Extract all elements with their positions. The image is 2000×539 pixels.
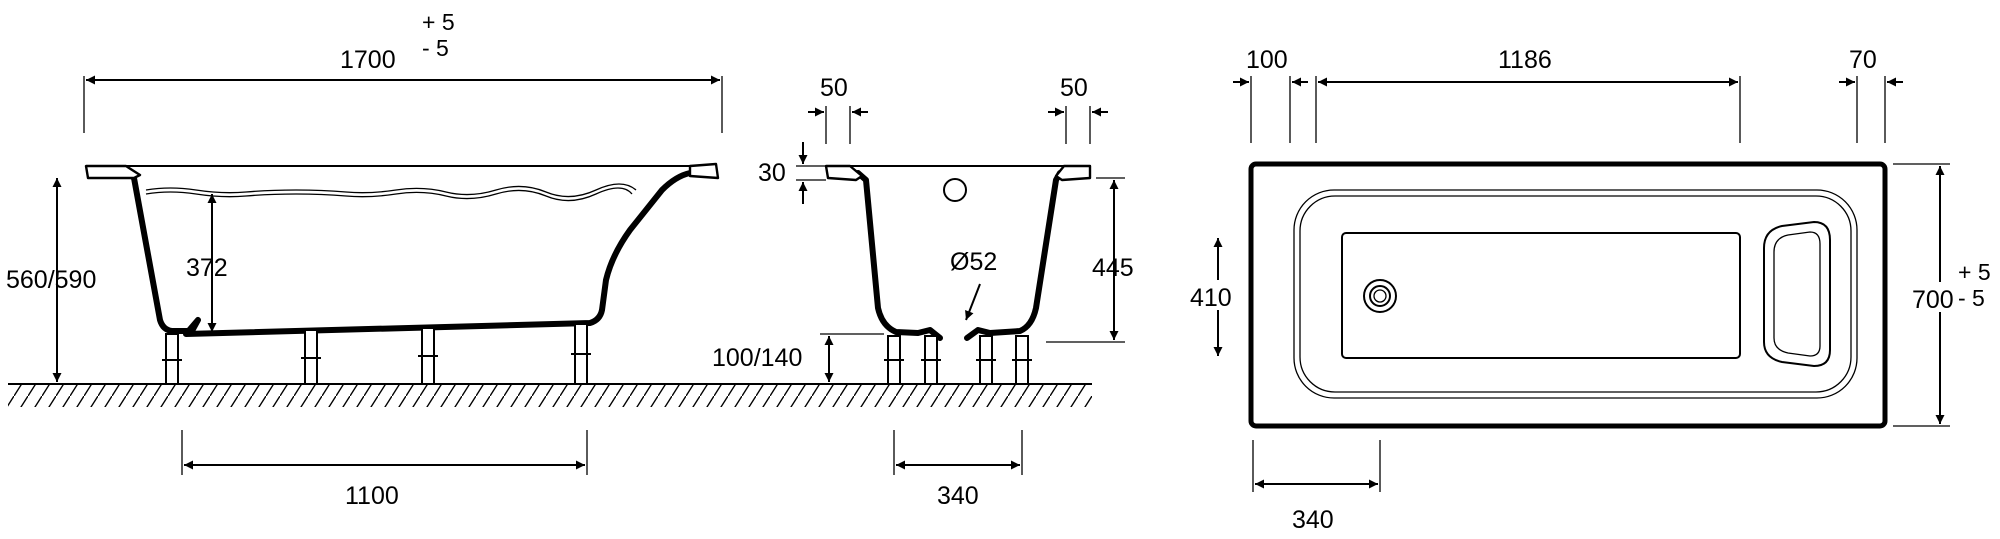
end-drain-label: Ø52 [950, 248, 997, 276]
top-width-tol-plus: + 5 [1958, 259, 1991, 285]
top-right-margin-label: 70 [1849, 46, 1877, 74]
top-left-margin-label: 100 [1246, 46, 1288, 74]
side-leg-spacing-label: 1100 [345, 482, 399, 510]
top-inner-width-label: 410 [1190, 284, 1232, 312]
side-view-water-line [145, 183, 637, 198]
overflow-hole-icon [943, 178, 967, 202]
top-view: 100 1186 70 410 700 + 5 - 5 340 [1188, 46, 1991, 534]
end-view-legs [884, 335, 1032, 385]
end-view-tub-outline [855, 170, 1063, 341]
top-drain-offset-label: 340 [1292, 506, 1334, 534]
floor-ground [8, 383, 1092, 407]
side-view-legs [162, 323, 591, 385]
end-rim-left-label: 50 [820, 74, 848, 102]
top-inner-length-label: 1186 [1498, 46, 1552, 74]
side-height-label: 560/590 [6, 266, 96, 294]
side-depth-label: 372 [186, 254, 228, 282]
end-leg-spacing-label: 340 [937, 482, 979, 510]
end-rim-thickness-label: 30 [758, 159, 786, 187]
side-view: 1700 + 5 - 5 560/590 372 1100 [6, 9, 723, 510]
side-length-tol-minus: - 5 [422, 35, 449, 61]
side-length-tol-plus: + 5 [422, 9, 455, 35]
top-view-basin-floor [1341, 232, 1741, 359]
top-view-outer-rim [1248, 161, 1888, 429]
top-view-basin-outer [1293, 189, 1858, 399]
side-length-label: 1700 [340, 46, 396, 74]
top-width-tol-minus: - 5 [1958, 285, 1985, 311]
drain-icon [1363, 279, 1397, 313]
end-view: 50 50 30 445 Ø52 100/140 340 [712, 74, 1134, 510]
end-rim-right-label: 50 [1060, 74, 1088, 102]
headrest-icon [1763, 220, 1831, 368]
side-view-rim [84, 164, 142, 180]
top-width-label: 700 [1912, 286, 1954, 314]
side-view-tub-outline [125, 170, 693, 337]
end-depth-label: 445 [1092, 254, 1134, 282]
end-foot-height-label: 100/140 [712, 344, 802, 372]
